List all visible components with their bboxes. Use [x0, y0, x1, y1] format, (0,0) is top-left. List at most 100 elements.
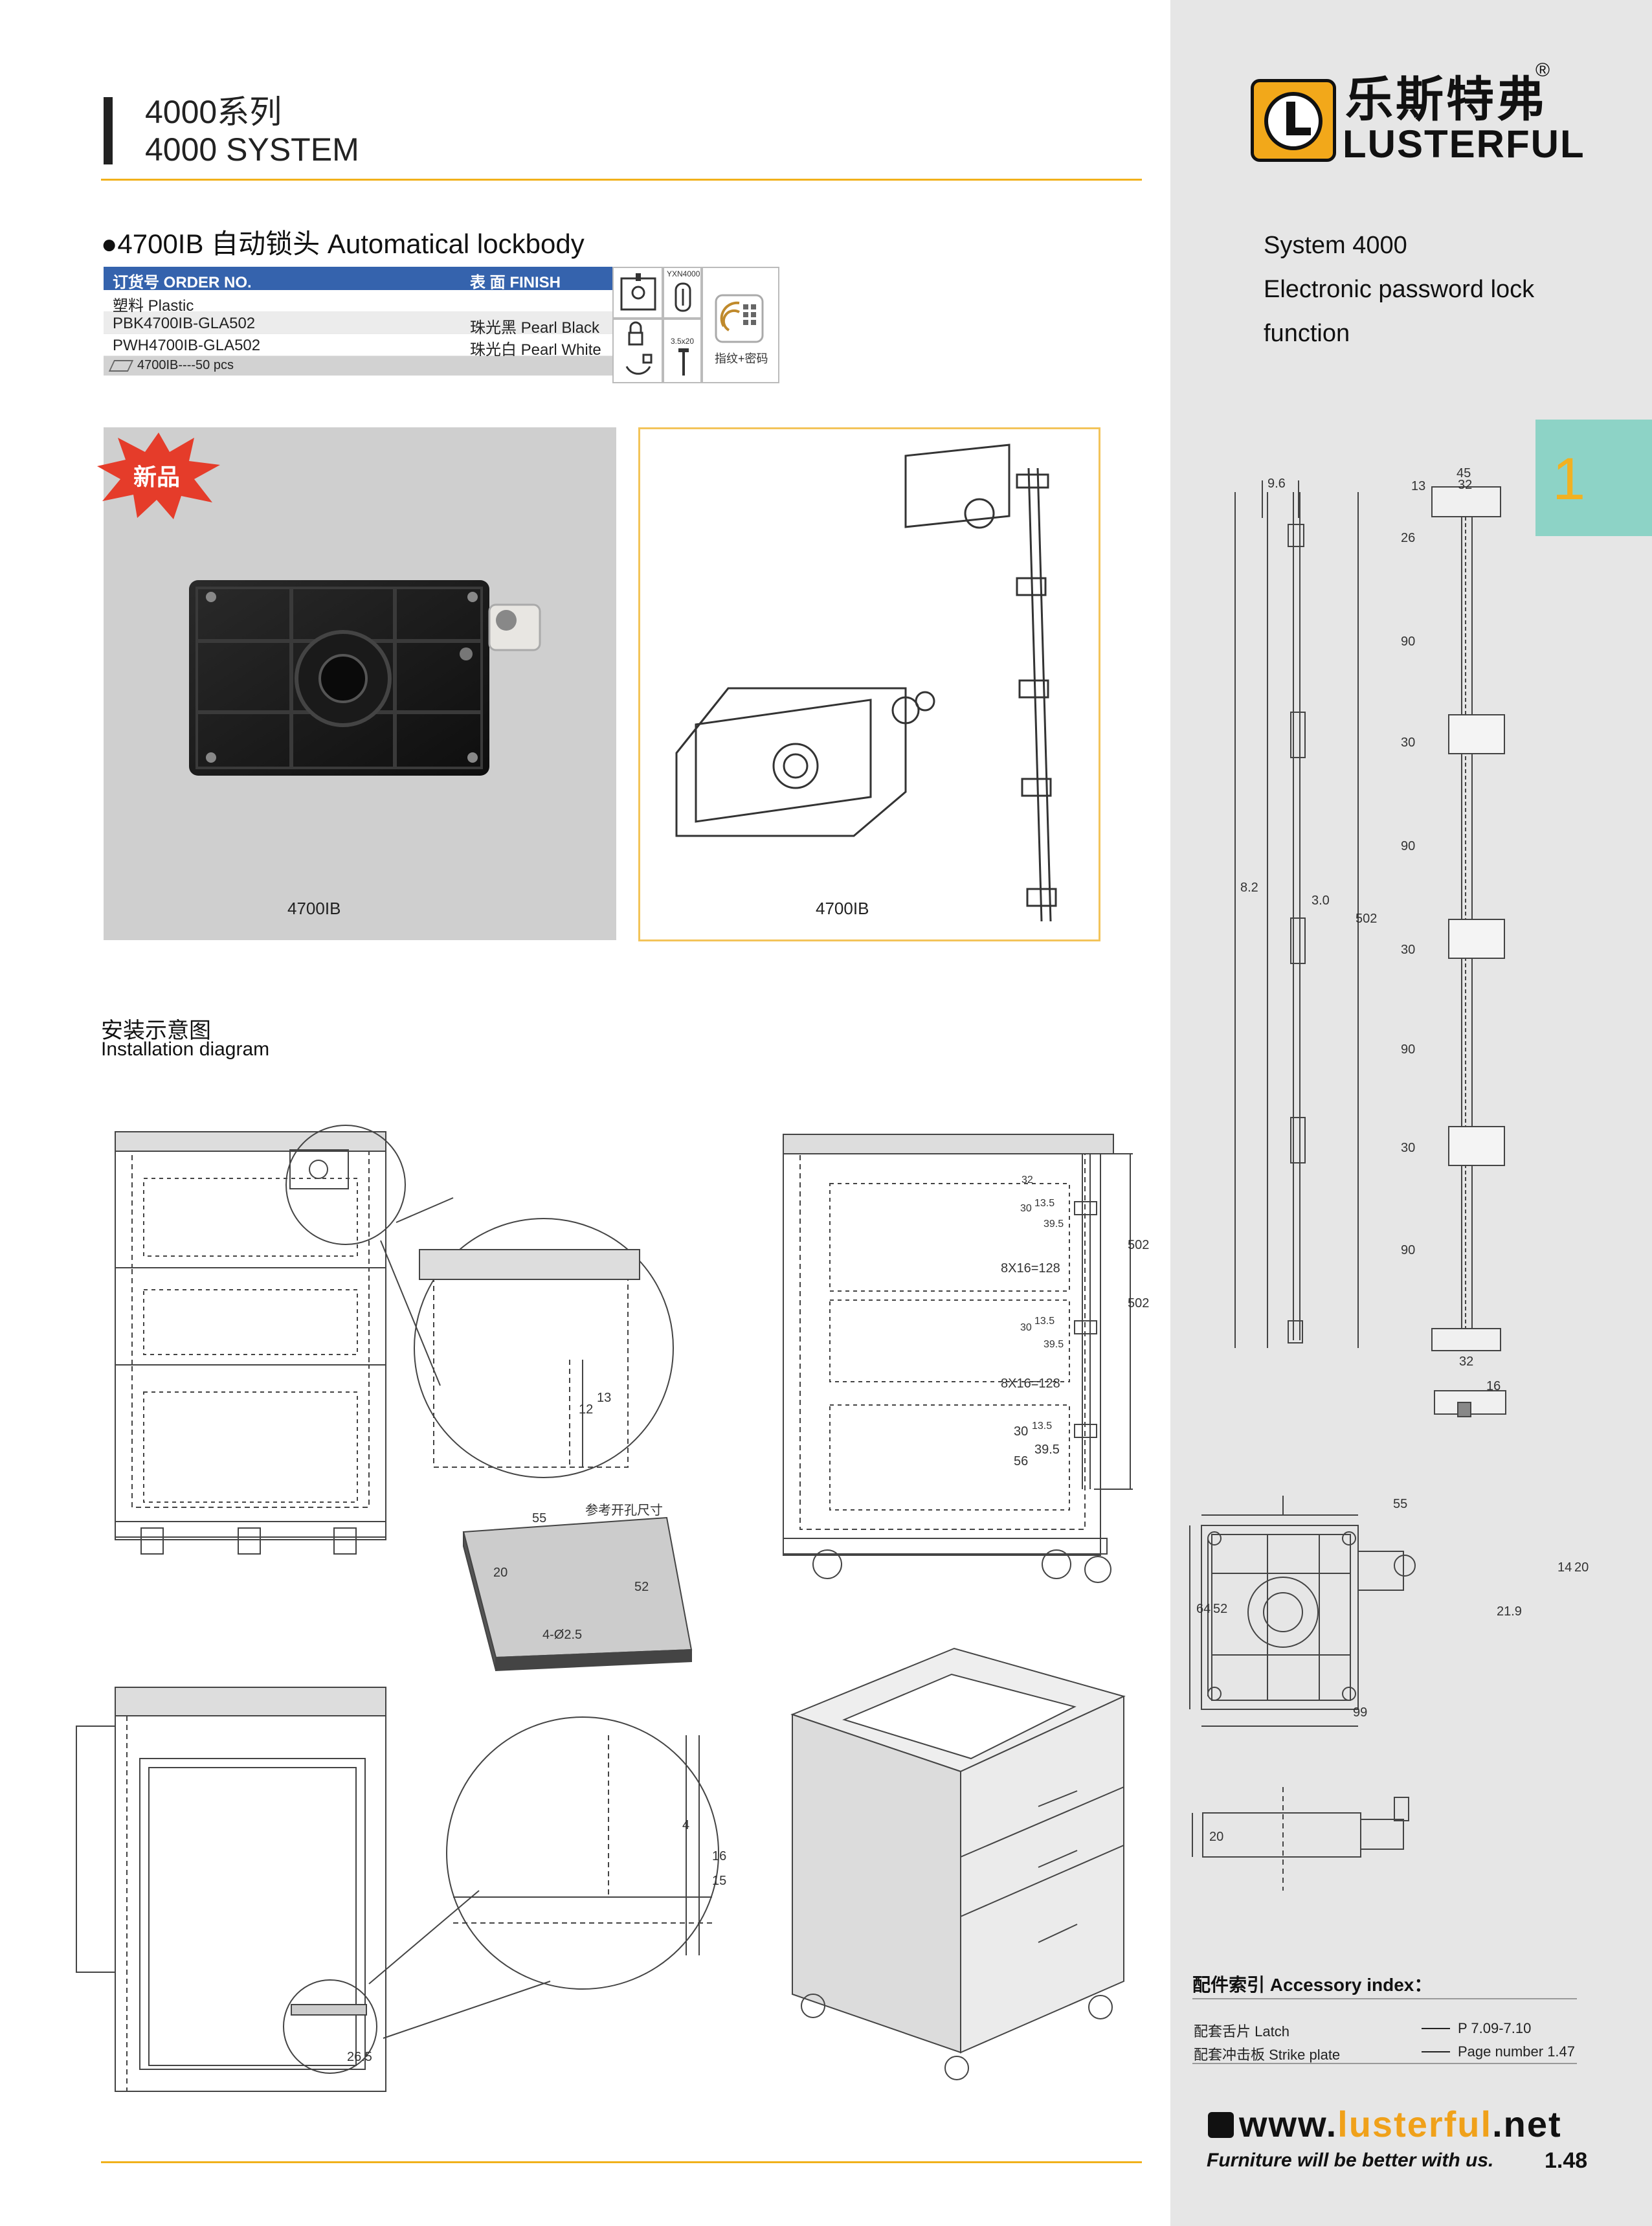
dim-label: 99	[1353, 1705, 1368, 1720]
accessory-ref: Page number 1.47	[1458, 2043, 1576, 2060]
dim-label: 39.5	[1034, 1443, 1060, 1457]
product-photo	[104, 427, 616, 940]
dim-label: 13.5	[1034, 1198, 1055, 1209]
sidebar-line-1: System 4000	[1264, 232, 1407, 259]
header-bar	[104, 97, 113, 164]
dim-label: 55	[532, 1511, 547, 1525]
dim-label: 90	[1401, 839, 1416, 853]
dim-label: 4-Ø2.5	[542, 1628, 583, 1642]
drawing-caption: 4700IB	[816, 899, 869, 918]
arrow-icon	[1422, 2028, 1450, 2029]
dim-label: 32	[1458, 478, 1473, 492]
dim-label: 4	[682, 1818, 690, 1832]
dim-label: 30	[1020, 1322, 1032, 1333]
dim-label: 39.5	[1044, 1339, 1064, 1350]
lockbody-icon	[612, 267, 663, 319]
product-drawing	[638, 427, 1100, 941]
section-tab-number: 1	[1552, 446, 1586, 512]
order-table: 订货号 ORDER NO. 表 面 FINISH 塑料 Plastic PBK4…	[104, 267, 615, 376]
dim-label: 3.0	[1312, 894, 1330, 908]
photo-caption: 4700IB	[287, 899, 341, 918]
table-row: 塑料 Plastic	[104, 290, 615, 315]
dim-label: 13.5	[1034, 1316, 1055, 1327]
right-sidebar	[1170, 0, 1652, 2226]
dim-label: 30	[1014, 1424, 1029, 1439]
registered-mark: ®	[1535, 60, 1550, 81]
accessory-rule	[1192, 1998, 1577, 1999]
dim-label: 502	[1128, 1238, 1150, 1252]
dim-label: 30	[1401, 1141, 1416, 1155]
product-title: ●4700IB 自动锁头 Automatical lockbody	[101, 229, 585, 259]
cell-order: PWH4700IB-GLA502	[113, 337, 261, 354]
header-rule	[101, 179, 1142, 181]
screw-icon: 3.5x20	[663, 319, 702, 383]
accessory-row: 配套冲击板 Strike plate Page number 1.47	[1194, 2043, 1578, 2064]
footer-rule	[101, 2161, 1142, 2163]
hole-template-label: 参考开孔尺寸	[585, 1503, 663, 1518]
cell-finish: 珠光黑 Pearl Black	[470, 319, 600, 337]
dim-label: 39.5	[1044, 1219, 1064, 1230]
dim-label: 20	[1574, 1560, 1589, 1575]
dim-label: 8.2	[1240, 881, 1258, 895]
dim-label: 30	[1020, 1203, 1032, 1214]
dim-label: 26.5	[347, 2050, 372, 2064]
col-finish: 表 面 FINISH	[470, 274, 561, 291]
dim-label: 52	[634, 1580, 649, 1594]
brand-name-en: LUSTERFUL	[1343, 122, 1585, 166]
dim-label: 30	[1401, 736, 1416, 750]
website-link[interactable]: www.lusterful.net	[1239, 2104, 1562, 2144]
new-badge-label: 新品	[133, 464, 181, 490]
sidebar-line-2: Electronic password lock	[1264, 276, 1535, 303]
dim-label: 32	[1459, 1355, 1474, 1369]
dim-label: 9.6	[1267, 477, 1286, 491]
install-title-en: Installation diagram	[101, 1039, 270, 1060]
dim-label: 8X16=128	[1001, 1261, 1060, 1276]
dim-label: 13	[1411, 479, 1426, 493]
dim-label: 14	[1557, 1560, 1572, 1575]
series-title-en: 4000 SYSTEM	[145, 131, 359, 168]
brand-logo-icon	[1251, 79, 1336, 162]
brand-name-cn: 乐斯特弗	[1345, 73, 1547, 126]
section-tab: 1	[1535, 420, 1652, 536]
dim-label: 8X16=128	[1001, 1377, 1060, 1391]
dim-label: 502	[1356, 912, 1378, 926]
dim-label: 13	[597, 1391, 612, 1405]
technical-drawings	[1189, 480, 1506, 1891]
slogan: Furniture will be better with us.	[1207, 2150, 1494, 2171]
accessory-name: 配套舌片 Latch	[1194, 2023, 1289, 2040]
cell-order: 塑料 Plastic	[113, 297, 194, 315]
model-label: YXN4000	[667, 269, 700, 278]
page-number: 1.48	[1545, 2148, 1588, 2173]
installation-diagrams	[76, 1125, 1133, 2092]
dim-label: 52	[1213, 1602, 1228, 1616]
col-order: 订货号 ORDER NO.	[113, 274, 252, 291]
cell-finish: 珠光白 Pearl White	[470, 341, 601, 359]
dim-label: 55	[1393, 1497, 1408, 1511]
dim-label: 20	[1209, 1830, 1224, 1844]
dim-label: 90	[1401, 1243, 1416, 1257]
dim-label: 502	[1128, 1296, 1150, 1310]
screw-label: 3.5x20	[671, 337, 695, 346]
table-row: PWH4700IB-GLA502 珠光白 Pearl White	[104, 334, 615, 359]
order-table-header: 订货号 ORDER NO. 表 面 FINISH	[104, 267, 615, 291]
series-title-cn: 4000系列	[145, 94, 282, 130]
arrow-icon	[1422, 2051, 1450, 2052]
install-title-cn: 安装示意图	[101, 1018, 211, 1043]
packing-row: 4700IB----50 pcs	[104, 356, 615, 376]
new-badge-icon	[97, 433, 220, 519]
function-label: 指纹+密码	[715, 352, 768, 365]
packing-qty: 4700IB----50 pcs	[137, 358, 234, 372]
dim-label: 32	[1021, 1175, 1033, 1186]
accessory-rule	[1192, 2063, 1577, 2064]
rotate-icon	[612, 319, 663, 383]
table-row: PBK4700IB-GLA502 珠光黑 Pearl Black	[104, 312, 615, 337]
dim-label: 30	[1401, 943, 1416, 957]
dim-label: 20	[493, 1566, 508, 1580]
dim-label: 45	[1457, 466, 1471, 480]
accessory-title: 配件索引 Accessory index：	[1192, 1975, 1433, 1995]
cell-order: PBK4700IB-GLA502	[113, 315, 256, 332]
dim-label: 21.9	[1497, 1604, 1522, 1619]
dim-label: 90	[1401, 635, 1416, 649]
accessory-row: 配套舌片 Latch P 7.09-7.10	[1194, 2020, 1578, 2041]
keypad-icon: YXN4000	[663, 267, 702, 319]
